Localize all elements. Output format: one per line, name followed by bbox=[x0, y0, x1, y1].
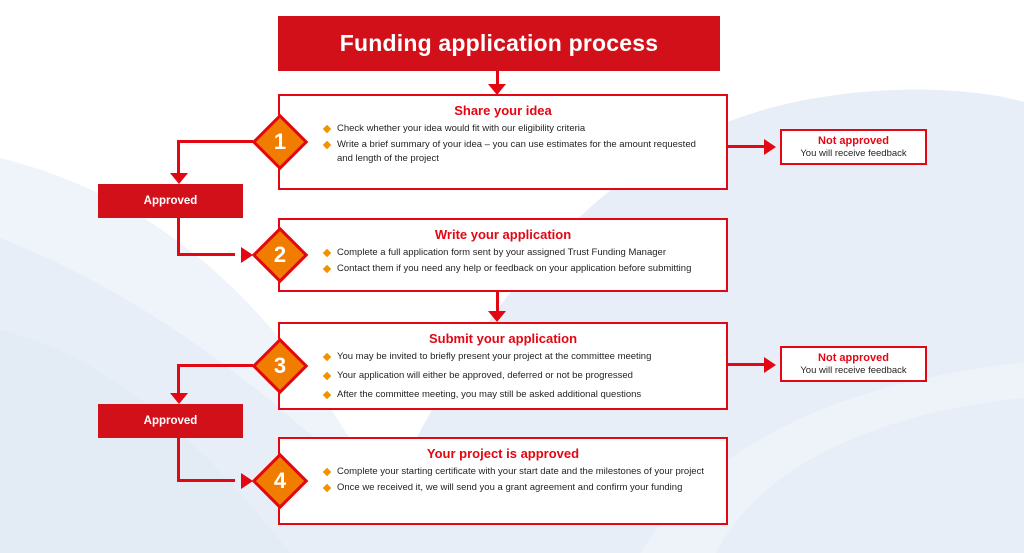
step-4-bullets: Complete your starting certificate with … bbox=[280, 465, 726, 495]
step-number-diamond-2: 2 bbox=[251, 226, 309, 284]
page-title: Funding application process bbox=[278, 16, 720, 71]
connector-step1-notapproved bbox=[728, 145, 766, 148]
bullet-item: Contact them if you need any help or fee… bbox=[322, 262, 704, 276]
step-box-3: Submit your application You may be invit… bbox=[278, 322, 728, 410]
not-approved-box-1: Not approved You will receive feedback bbox=[780, 129, 927, 165]
bullet-item: Check whether your idea would fit with o… bbox=[322, 122, 704, 136]
connector-step1-down bbox=[177, 140, 180, 174]
connector-step1-left bbox=[177, 140, 253, 143]
step-box-1: Share your idea Check whether your idea … bbox=[278, 94, 728, 190]
step-number-diamond-1: 1 bbox=[251, 113, 309, 171]
bullet-item: Your application will either be approved… bbox=[322, 369, 704, 383]
page-title-label: Funding application process bbox=[339, 30, 659, 56]
bullet-text: Your application will either be approved… bbox=[337, 370, 633, 381]
bullet-diamond-icon bbox=[322, 371, 332, 381]
bullet-text: Write a brief summary of your idea – you… bbox=[337, 139, 696, 164]
bullet-item: Write a brief summary of your idea – you… bbox=[322, 138, 704, 166]
connector-step3-left bbox=[177, 364, 253, 367]
bullet-diamond-icon bbox=[322, 483, 332, 493]
approved-label: Approved bbox=[143, 195, 198, 207]
step-number-diamond-4: 4 bbox=[251, 452, 309, 510]
not-approved-title: Not approved bbox=[818, 352, 889, 364]
bullet-text: Once we received it, we will send you a … bbox=[337, 482, 683, 493]
bullet-text: Complete a full application form sent by… bbox=[337, 247, 666, 258]
connector-step3-notapproved bbox=[728, 363, 766, 366]
step-box-2: Write your application Complete a full a… bbox=[278, 218, 728, 292]
not-approved-box-2: Not approved You will receive feedback bbox=[780, 346, 927, 382]
bullet-text: Complete your starting certificate with … bbox=[337, 466, 704, 477]
bullet-text: After the committee meeting, you may sti… bbox=[337, 389, 642, 400]
connector-step3-down bbox=[177, 364, 180, 395]
approved-badge-1: Approved bbox=[98, 184, 243, 218]
bullet-diamond-icon bbox=[322, 390, 332, 400]
step-3-heading: Submit your application bbox=[428, 331, 578, 346]
connector-approved2-down bbox=[177, 438, 180, 481]
step-number: 2 bbox=[273, 242, 287, 267]
arrow-right-icon bbox=[241, 247, 253, 263]
step-number-diamond-3: 3 bbox=[251, 337, 309, 395]
step-1-bullets: Check whether your idea would fit with o… bbox=[280, 122, 726, 166]
step-2-heading: Write your application bbox=[434, 227, 572, 242]
bullet-text: Contact them if you need any help or fee… bbox=[337, 263, 692, 274]
arrow-right-icon bbox=[241, 473, 253, 489]
bullet-diamond-icon bbox=[322, 467, 332, 477]
connector-approved1-right bbox=[177, 253, 235, 256]
not-approved-subtitle: You will receive feedback bbox=[800, 365, 907, 376]
bullet-diamond-icon bbox=[322, 140, 332, 150]
bullet-item: After the committee meeting, you may sti… bbox=[322, 388, 704, 402]
step-4-heading: Your project is approved bbox=[426, 446, 580, 461]
bullet-item: Complete a full application form sent by… bbox=[322, 246, 704, 260]
bullet-diamond-icon bbox=[322, 248, 332, 258]
arrow-down-icon bbox=[170, 393, 188, 404]
bullet-item: You may be invited to briefly present yo… bbox=[322, 350, 704, 364]
not-approved-subtitle: You will receive feedback bbox=[800, 148, 907, 159]
approved-label: Approved bbox=[143, 415, 198, 427]
connector-approved1-down bbox=[177, 218, 180, 255]
step-box-4: Your project is approved Complete your s… bbox=[278, 437, 728, 525]
bullet-item: Once we received it, we will send you a … bbox=[322, 481, 704, 495]
step-1-heading: Share your idea bbox=[454, 103, 552, 118]
step-number: 3 bbox=[273, 353, 287, 378]
bullet-diamond-icon bbox=[322, 352, 332, 362]
arrow-down-icon bbox=[170, 173, 188, 184]
step-2-bullets: Complete a full application form sent by… bbox=[280, 246, 726, 276]
bullet-diamond-icon bbox=[322, 124, 332, 134]
arrow-right-icon bbox=[764, 357, 776, 373]
bullet-item: Complete your starting certificate with … bbox=[322, 465, 704, 479]
connector-title-to-step1 bbox=[496, 71, 499, 86]
bullet-text: Check whether your idea would fit with o… bbox=[337, 123, 586, 134]
step-3-bullets: You may be invited to briefly present yo… bbox=[280, 350, 726, 402]
bullet-diamond-icon bbox=[322, 264, 332, 274]
connector-step2-to-step3 bbox=[496, 292, 499, 314]
step-number: 4 bbox=[273, 468, 287, 493]
arrow-down-icon bbox=[488, 311, 506, 322]
step-number: 1 bbox=[273, 129, 287, 154]
arrow-right-icon bbox=[764, 139, 776, 155]
arrow-down-icon bbox=[488, 84, 506, 95]
approved-badge-2: Approved bbox=[98, 404, 243, 438]
connector-approved2-right bbox=[177, 479, 235, 482]
bullet-text: You may be invited to briefly present yo… bbox=[337, 351, 652, 362]
not-approved-title: Not approved bbox=[818, 135, 889, 147]
